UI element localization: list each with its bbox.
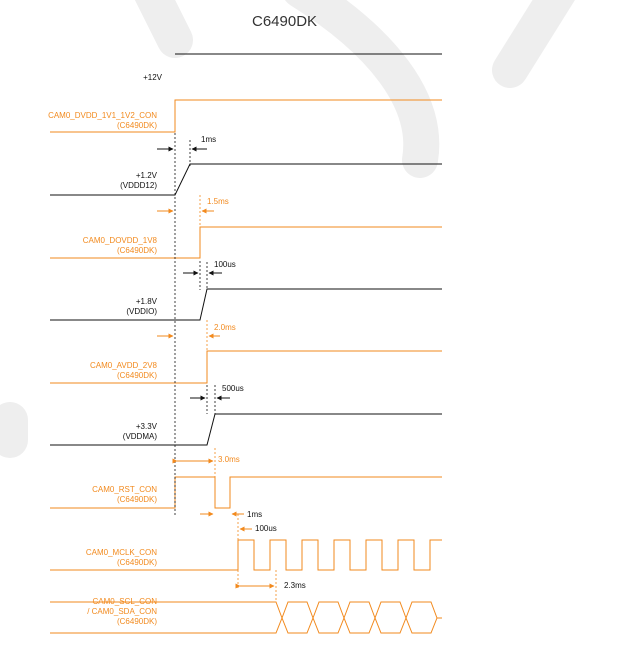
signal-rst-con: CAM0_RST_CON (C6490DK)	[50, 476, 442, 509]
timing-annotation-4: 2.0ms	[157, 323, 236, 339]
reference-lines	[174, 133, 277, 602]
signal-label-rst-con: CAM0_RST_CON	[92, 485, 157, 494]
signal-label-12v: +12V	[143, 73, 163, 82]
timing-annotation-9: 2.3ms	[235, 581, 306, 590]
signal-label-vddio-net: (VDDIO)	[126, 307, 157, 316]
signal-label-vddma-net: (VDDMA)	[123, 432, 158, 441]
signal-vddd12: +1.2V (VDDD12)	[50, 163, 442, 196]
signal-dvdd-con: CAM0_DVDD_1V1_1V2_CON (C6490DK)	[48, 99, 442, 133]
signal-label-vddma: +3.3V	[136, 422, 158, 431]
signal-label-avdd-con: CAM0_AVDD_2V8	[90, 361, 158, 370]
timing-label-6: 3.0ms	[218, 455, 240, 464]
timing-label-5: 500us	[222, 384, 244, 393]
signal-label-mclk-con-board: (C6490DK)	[117, 558, 157, 567]
signal-label-vddd12-net: (VDDD12)	[120, 181, 157, 190]
signal-avdd-con: CAM0_AVDD_2V8 (C6490DK)	[50, 350, 442, 384]
timing-label-1: 1ms	[201, 135, 216, 144]
timing-label-4: 2.0ms	[214, 323, 236, 332]
watermark	[0, 0, 575, 458]
signal-label-mclk-con: CAM0_MCLK_CON	[86, 548, 157, 557]
signal-mclk-con: CAM0_MCLK_CON (C6490DK)	[50, 539, 442, 571]
signal-label-avdd-con-board: (C6490DK)	[117, 371, 157, 380]
timing-annotation-8: 100us	[239, 524, 277, 533]
timing-annotation-5: 500us	[190, 384, 244, 401]
signal-label-scl-con: CAM0_SCL_CON	[93, 597, 158, 606]
signal-label-dvdd-con: CAM0_DVDD_1V1_1V2_CON	[48, 111, 157, 120]
signal-label-vddio: +1.8V	[136, 297, 158, 306]
timing-label-2: 1.5ms	[207, 197, 229, 206]
signal-label-dovdd-con-board: (C6490DK)	[117, 246, 157, 255]
signal-12v: +12V	[143, 53, 442, 82]
signal-scl-sda-con: CAM0_SCL_CON / CAM0_SDA_CON (C6490DK)	[50, 597, 442, 634]
signal-vddma: +3.3V (VDDMA)	[50, 413, 442, 446]
signal-label-dovdd-con: CAM0_DOVDD_1V8	[83, 236, 158, 245]
timing-annotation-6: 3.0ms	[172, 455, 240, 464]
timing-annotation-7: 1ms	[200, 510, 262, 519]
timing-label-9: 2.3ms	[284, 581, 306, 590]
timing-label-3: 100us	[214, 260, 236, 269]
diagram-title: C6490DK	[252, 13, 317, 30]
timing-annotation-3: 100us	[183, 260, 236, 276]
signal-label-vddd12: +1.2V	[136, 171, 158, 180]
signal-dovdd-con: CAM0_DOVDD_1V8 (C6490DK)	[50, 226, 442, 259]
timing-annotation-2: 1.5ms	[157, 197, 229, 214]
signal-vddio: +1.8V (VDDIO)	[50, 288, 442, 321]
timing-label-7: 1ms	[247, 510, 262, 519]
signal-label-rst-con-board: (C6490DK)	[117, 495, 157, 504]
signal-label-sda-con: / CAM0_SDA_CON	[87, 607, 157, 616]
timing-annotation-1: 1ms	[157, 135, 216, 152]
signal-label-scl-sda-board: (C6490DK)	[117, 617, 157, 626]
timing-label-8: 100us	[255, 524, 277, 533]
signal-label-dvdd-con-board: (C6490DK)	[117, 121, 157, 130]
